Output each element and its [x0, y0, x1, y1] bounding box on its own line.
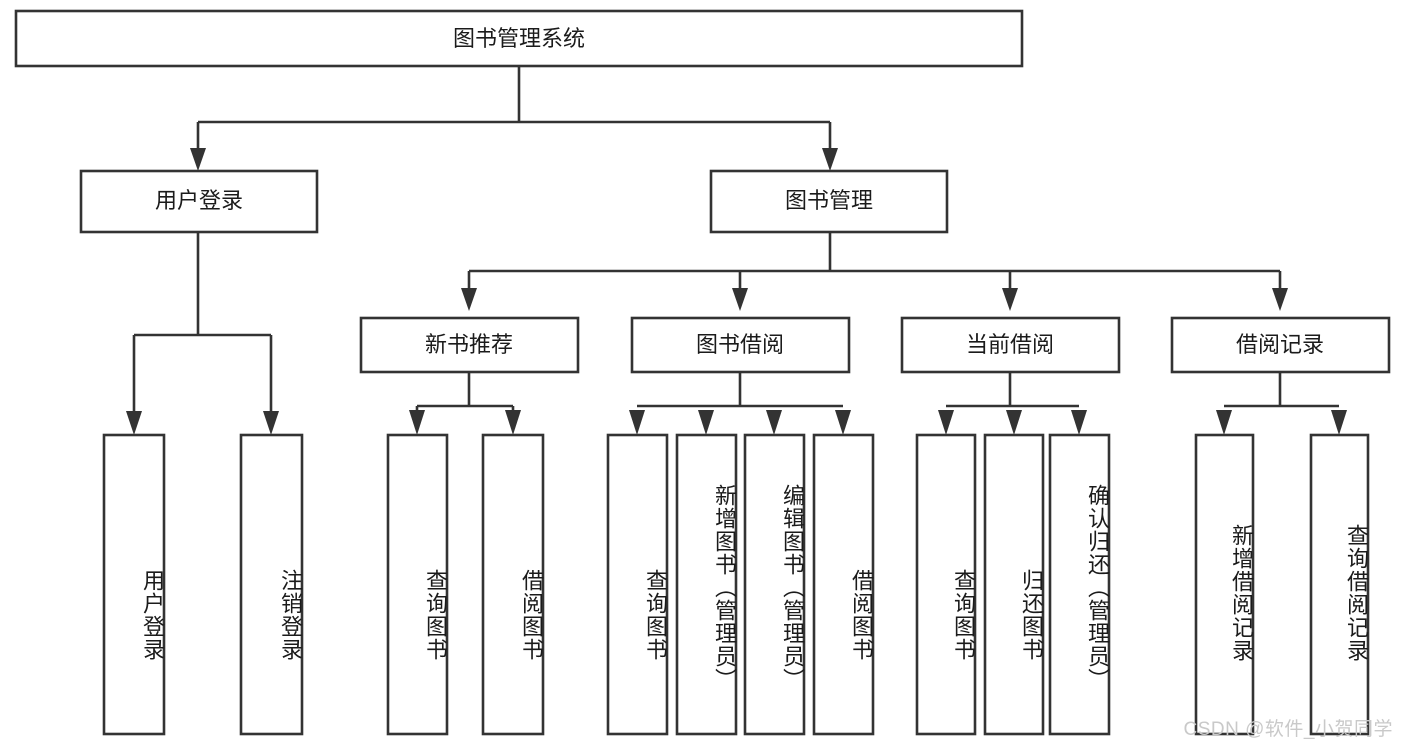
connector-layer — [126, 66, 1347, 435]
arrowhead-current-leaf1 — [938, 410, 954, 435]
node-label-user-login: 用户登录 — [155, 188, 243, 213]
node-label-current-borrow: 当前借阅 — [966, 332, 1054, 357]
arrowhead-current-leaf3 — [1071, 410, 1087, 435]
node-box-leaf-jl-query[interactable] — [1309, 433, 1370, 736]
arrowhead-bm-borrow — [732, 288, 748, 311]
node-box-leaf-jy-add[interactable] — [675, 433, 738, 736]
arrowhead-root-to-user-login — [190, 148, 206, 171]
arrowhead-bm-newbook — [461, 288, 477, 311]
arrowhead-bm-current — [1002, 288, 1018, 311]
arrowhead-borrow-leaf1 — [629, 410, 645, 435]
node-label-new-book: 新书推荐 — [425, 332, 513, 357]
node-box-leaf-dq-query[interactable] — [915, 433, 977, 736]
arrowhead-bm-record — [1272, 288, 1288, 311]
node-box-root[interactable] — [14, 9, 1024, 68]
arrowhead-record-leaf1 — [1216, 410, 1232, 435]
node-layer: 图书管理系统 用户登录 图书管理 新书推荐 图书借阅 当前借阅 借阅记录 — [14, 9, 1391, 736]
arrowhead-record-leaf2 — [1331, 410, 1347, 435]
node-box-leaf-dq-confirm[interactable] — [1048, 433, 1111, 736]
node-box-leaf-jy-query[interactable] — [606, 433, 669, 736]
node-box-borrow-record[interactable] — [1170, 316, 1391, 374]
node-label-root: 图书管理系统 — [453, 26, 585, 51]
node-label-book-borrow: 图书借阅 — [696, 332, 784, 357]
arrowhead-root-to-book-manage — [822, 148, 838, 171]
node-box-leaf-nb-query[interactable] — [386, 433, 449, 736]
node-box-book-manage[interactable] — [709, 169, 949, 234]
node-box-leaf-jy-borrow[interactable] — [812, 433, 875, 736]
node-box-book-borrow[interactable] — [630, 316, 851, 374]
node-box-leaf-jy-edit[interactable] — [743, 433, 806, 736]
node-box-user-login[interactable] — [79, 169, 319, 234]
node-label-book-manage: 图书管理 — [785, 188, 873, 213]
node-box-leaf-dq-return[interactable] — [983, 433, 1045, 736]
arrowhead-newbook-leaf1 — [409, 410, 425, 435]
arrowhead-borrow-leaf2 — [698, 410, 714, 435]
node-box-current-borrow[interactable] — [900, 316, 1121, 374]
arrowhead-current-leaf2 — [1006, 410, 1022, 435]
node-box-leaf-user-login[interactable] — [102, 433, 166, 736]
node-box-leaf-jl-add[interactable] — [1194, 433, 1255, 736]
arrowhead-borrow-leaf4 — [835, 410, 851, 435]
arrowhead-user-login-leaf2 — [263, 411, 279, 435]
node-box-leaf-nb-borrow[interactable] — [481, 433, 545, 736]
node-label-borrow-record: 借阅记录 — [1236, 332, 1324, 357]
arrowhead-user-login-leaf1 — [126, 411, 142, 435]
node-box-new-book[interactable] — [359, 316, 580, 374]
node-box-leaf-logout[interactable] — [239, 433, 304, 736]
watermark-text: CSDN @软件_小贺同学 — [1183, 719, 1393, 740]
arrowhead-borrow-leaf3 — [766, 410, 782, 435]
arrowhead-newbook-leaf2 — [505, 410, 521, 435]
